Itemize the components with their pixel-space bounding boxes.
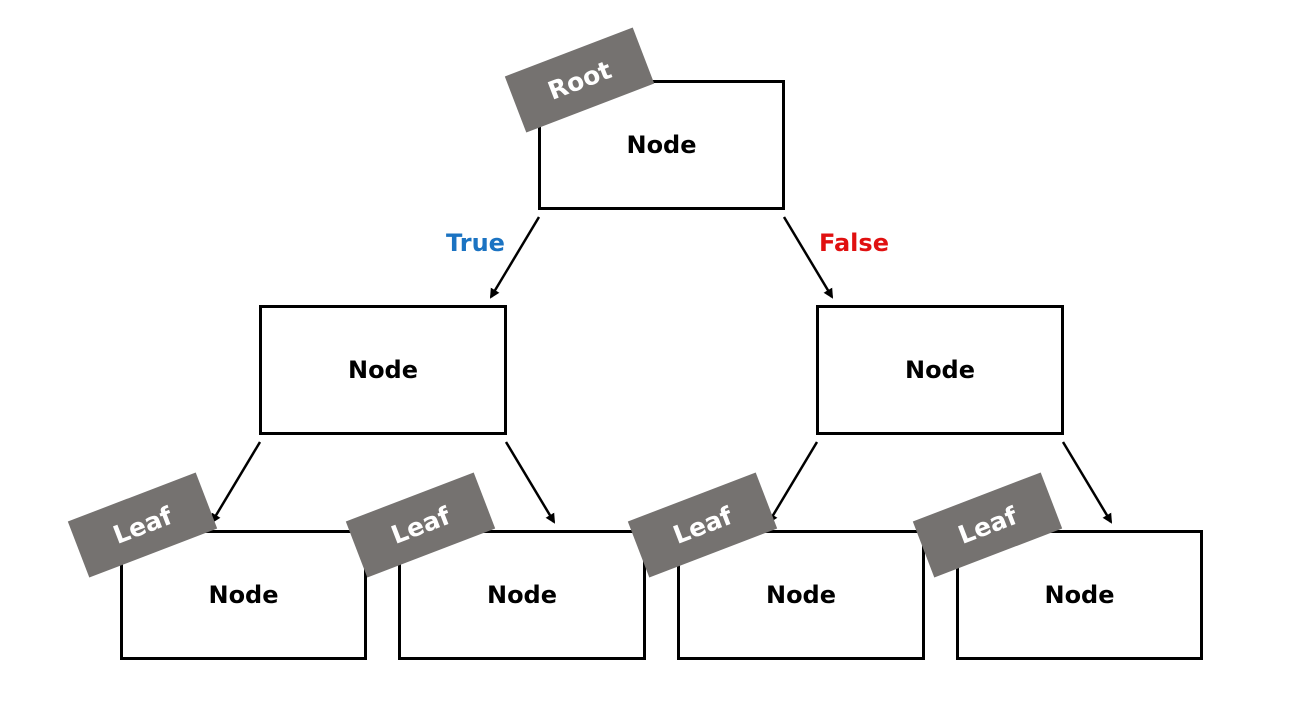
mid-right-node-label: Node: [904, 356, 976, 384]
edge-root-to-mid-right: [782, 216, 834, 299]
edge-mid-right-to-leaf-4: [1061, 441, 1113, 524]
leaf-node-4-label: Node: [1044, 581, 1115, 609]
root-tag-label: Root: [543, 54, 616, 106]
edge-mid-right-to-leaf-3: [767, 441, 819, 524]
false-branch-label: False: [819, 229, 889, 257]
leaf-tag-3-label: Leaf: [668, 500, 736, 550]
leaf-node-2-label: Node: [486, 581, 558, 609]
leaf-node-1: Node: [120, 530, 367, 660]
true-branch-label: True: [446, 229, 505, 257]
leaf-node-1-label: Node: [208, 581, 279, 609]
leaf-tag-4-label: Leaf: [953, 500, 1021, 550]
mid-left-node-label: Node: [347, 356, 419, 384]
edge-root-to-mid-left: [489, 216, 541, 299]
edge-mid-left-to-leaf-1: [210, 441, 262, 524]
leaf-tag-2-label: Leaf: [386, 500, 454, 550]
edge-mid-left-to-leaf-2: [504, 441, 556, 524]
leaf-tag-1-label: Leaf: [108, 500, 176, 550]
root-node-label: Node: [626, 131, 697, 159]
leaf-node-2: Node: [398, 530, 646, 660]
leaf-node-3: Node: [677, 530, 925, 660]
leaf-node-3-label: Node: [765, 581, 837, 609]
mid-left-node: Node: [259, 305, 507, 435]
mid-right-node: Node: [816, 305, 1064, 435]
